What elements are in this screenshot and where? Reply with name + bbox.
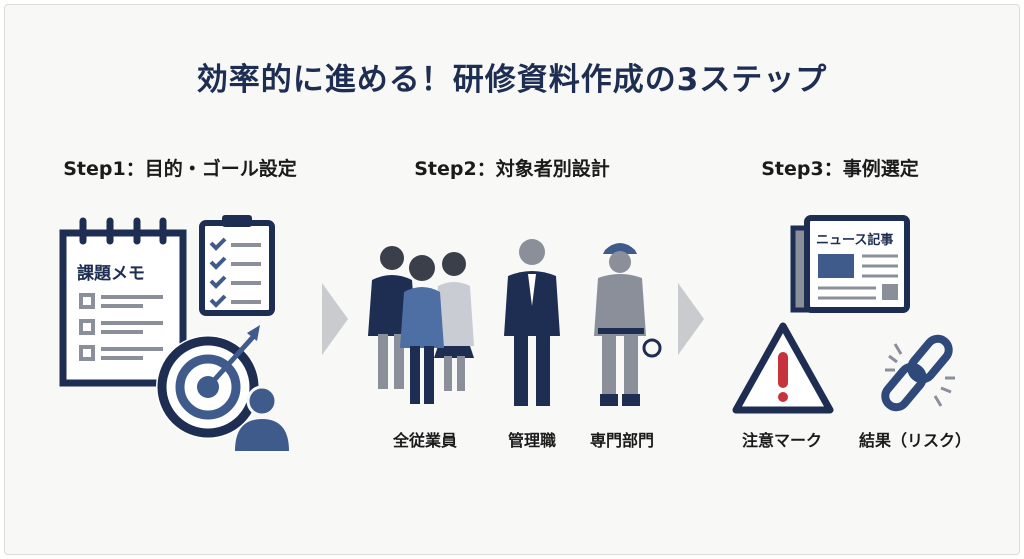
clipboard-checklist-icon — [199, 215, 275, 316]
label-all-employees: 全従業員 — [392, 431, 457, 450]
label-specialist-dept: 専門部門 — [589, 431, 654, 450]
news-article-icon: ニュース記事 — [790, 215, 910, 313]
target-icon — [156, 325, 260, 439]
all-employees-icon — [368, 246, 474, 404]
step1-heading: Step1：目的・ゴール設定 — [63, 158, 297, 180]
page-title: 効率的に進める！研修資料作成の3ステップ — [196, 62, 828, 98]
broken-chain-icon — [881, 334, 955, 412]
warning-icon — [732, 322, 834, 414]
step3-heading: Step3：事例選定 — [761, 158, 919, 180]
arrow-right-icon — [678, 283, 704, 355]
specialist-worker-icon — [594, 243, 662, 406]
target-audience-icons — [368, 239, 662, 406]
person-icon — [235, 385, 289, 451]
step2-heading: Step2：対象者別設計 — [414, 158, 610, 180]
notepad-icon: 課題メモ — [59, 217, 187, 387]
news-label: ニュース記事 — [816, 232, 893, 248]
arrow-right-icon — [322, 283, 348, 355]
manager-icon — [504, 239, 560, 406]
label-managers: 管理職 — [507, 431, 556, 450]
goal-setting-icon: 課題メモ — [59, 215, 289, 451]
memo-label: 課題メモ — [77, 263, 145, 284]
label-result-risk: 結果（リスク） — [858, 431, 971, 450]
label-warning-mark: 注意マーク — [741, 431, 822, 450]
